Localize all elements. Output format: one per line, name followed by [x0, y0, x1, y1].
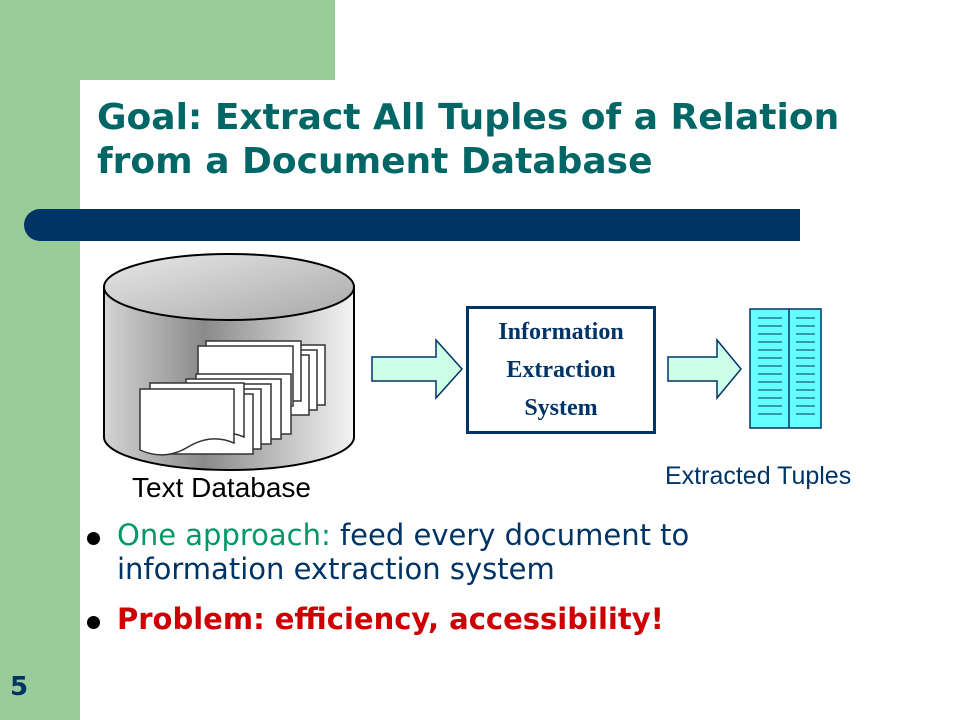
- extraction-system-label: Information Extraction System: [498, 313, 623, 427]
- approach-text-line-2: information extraction system: [117, 552, 555, 586]
- title-line-2: from a Document Database: [97, 141, 653, 182]
- system-label-line-1: Information: [498, 319, 624, 345]
- document-stack-icon: [139, 340, 326, 456]
- arrow-right-icon: [667, 337, 742, 401]
- extraction-system-box: Information Extraction System: [466, 306, 656, 434]
- approach-label: One approach:: [117, 518, 331, 552]
- tuples-label: Extracted Tuples: [665, 462, 852, 490]
- bullet-item: One approach: feed every document to inf…: [80, 518, 940, 586]
- bullet-item: Problem: efficiency, accessibility!: [80, 602, 940, 636]
- slide-title: Goal: Extract All Tuples of a Relation f…: [97, 96, 937, 184]
- arrow-right-icon: [371, 338, 464, 400]
- database-label: Text Database: [132, 472, 311, 503]
- page-number: 5: [10, 672, 29, 702]
- system-label-line-3: System: [524, 395, 598, 421]
- problem-text: Problem: efficiency, accessibility!: [117, 602, 664, 636]
- left-green-band: [0, 0, 80, 720]
- bullet-dot-icon: [87, 532, 100, 545]
- system-label-line-2: Extraction: [506, 357, 616, 383]
- title-line-1: Goal: Extract All Tuples of a Relation: [97, 97, 840, 138]
- top-green-band: [80, 0, 335, 80]
- approach-text: feed every document to: [330, 518, 690, 552]
- bullet-list: One approach: feed every document to inf…: [80, 518, 940, 636]
- bullet-dot-icon: [87, 616, 100, 629]
- title-underline-bar: [24, 209, 800, 241]
- tuples-table-icon: [749, 308, 822, 429]
